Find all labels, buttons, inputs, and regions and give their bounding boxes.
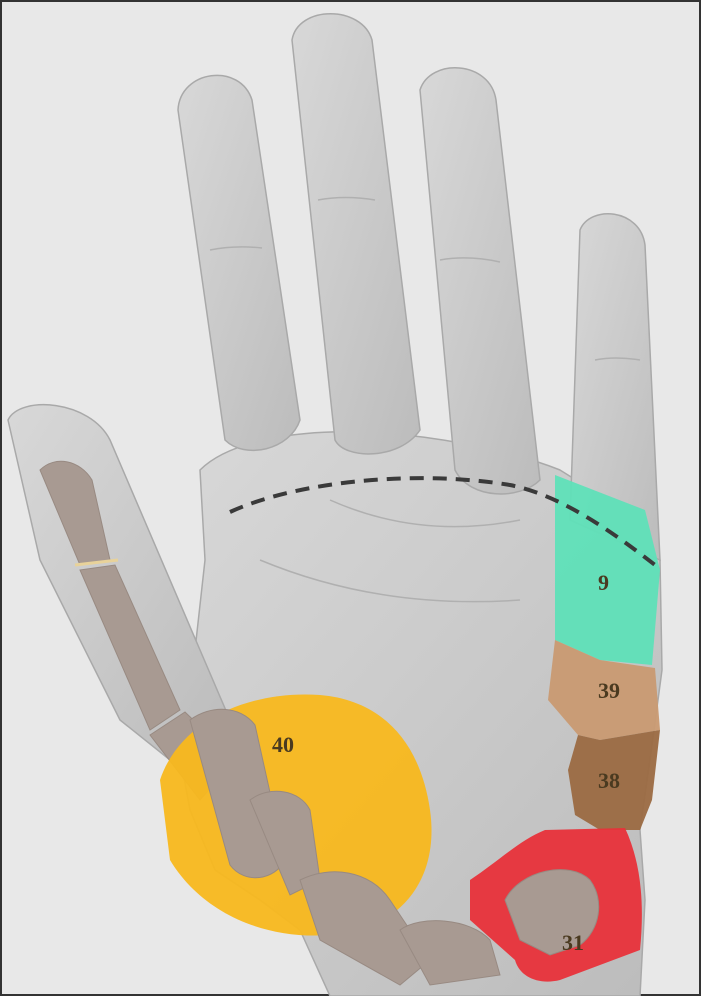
region-label-38: 38: [598, 768, 620, 793]
region-label-9: 9: [598, 570, 609, 595]
region-label-31: 31: [562, 930, 584, 955]
region-label-39: 39: [598, 678, 620, 703]
region-label-40: 40: [272, 732, 294, 757]
